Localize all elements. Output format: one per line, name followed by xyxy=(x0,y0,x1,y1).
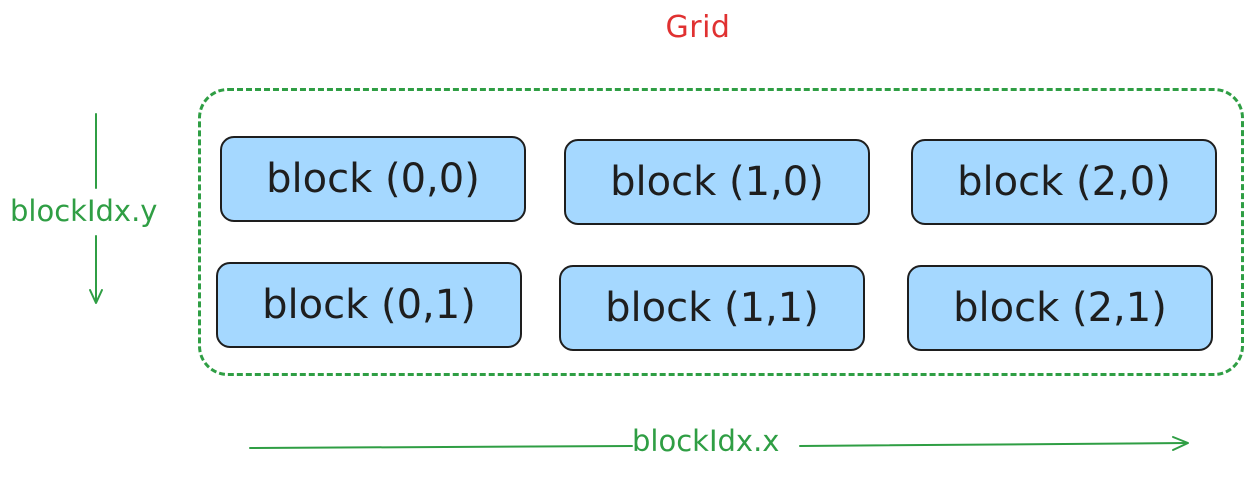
y-arrow-head xyxy=(89,289,103,304)
block-1-1: block (1,1) xyxy=(559,265,865,351)
block-2-0: block (2,0) xyxy=(911,139,1217,225)
grid-title: Grid xyxy=(665,10,731,45)
x-arrow-line-left xyxy=(249,445,633,449)
x-arrow-line-right xyxy=(799,442,1187,447)
x-axis-label: blockIdx.x xyxy=(632,424,780,458)
block-0-0: block (0,0) xyxy=(220,136,526,222)
block-0-1: block (0,1) xyxy=(216,262,522,348)
block-2-1: block (2,1) xyxy=(907,265,1213,351)
x-arrow-head xyxy=(1172,436,1189,451)
grid-container xyxy=(198,88,1244,376)
block-1-0: block (1,0) xyxy=(564,139,870,225)
y-axis-label: blockIdx.y xyxy=(10,194,158,228)
